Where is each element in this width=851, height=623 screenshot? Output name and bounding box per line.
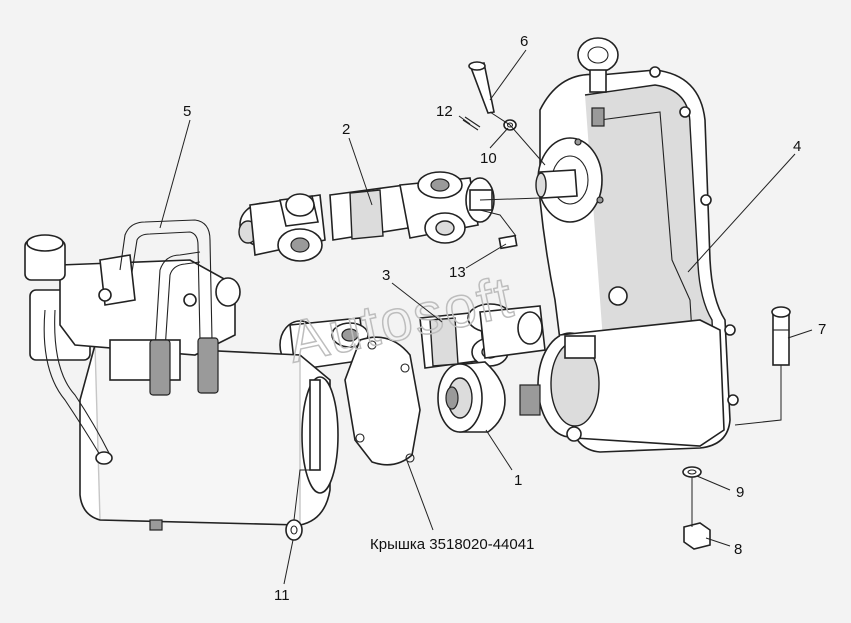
callout-2: 2 — [342, 121, 350, 138]
coupling-bearing — [437, 361, 506, 433]
callout-10: 10 — [480, 150, 497, 167]
cover-plate — [344, 336, 421, 466]
callout-1: 1 — [514, 472, 522, 489]
cotter-pin-12 — [462, 116, 481, 131]
bolt-7 — [771, 306, 791, 366]
cover-caption: Крышка 3518020-44041 — [370, 536, 534, 553]
nut-8 — [683, 522, 711, 550]
callout-7: 7 — [818, 321, 826, 338]
callout-11: 11 — [274, 587, 290, 604]
washer-11 — [285, 519, 303, 541]
cardan-shaft-upper — [238, 171, 495, 262]
callout-5: 5 — [183, 103, 191, 120]
callout-8: 8 — [734, 541, 742, 558]
callout-13: 13 — [449, 264, 466, 281]
pressure-pipes — [119, 219, 241, 396]
pin-6 — [468, 61, 495, 114]
housing-flange — [535, 137, 604, 223]
callout-6: 6 — [520, 33, 528, 50]
hydraulic-pump — [24, 234, 339, 531]
assembly-lines — [293, 111, 782, 527]
cardan-shaft-lower — [279, 303, 546, 371]
lower-flange — [519, 319, 725, 447]
callout-9: 9 — [736, 484, 744, 501]
callout-12: 12 — [436, 103, 453, 120]
callout-3: 3 — [382, 267, 390, 284]
leader-lines — [159, 49, 813, 585]
lifting-eye — [577, 37, 619, 127]
callouts: 6 12 10 2 5 4 13 3 7 9 8 1 11 — [183, 33, 826, 604]
washer-9 — [682, 466, 702, 478]
pump-stud — [309, 379, 321, 471]
callout-4: 4 — [793, 138, 801, 155]
